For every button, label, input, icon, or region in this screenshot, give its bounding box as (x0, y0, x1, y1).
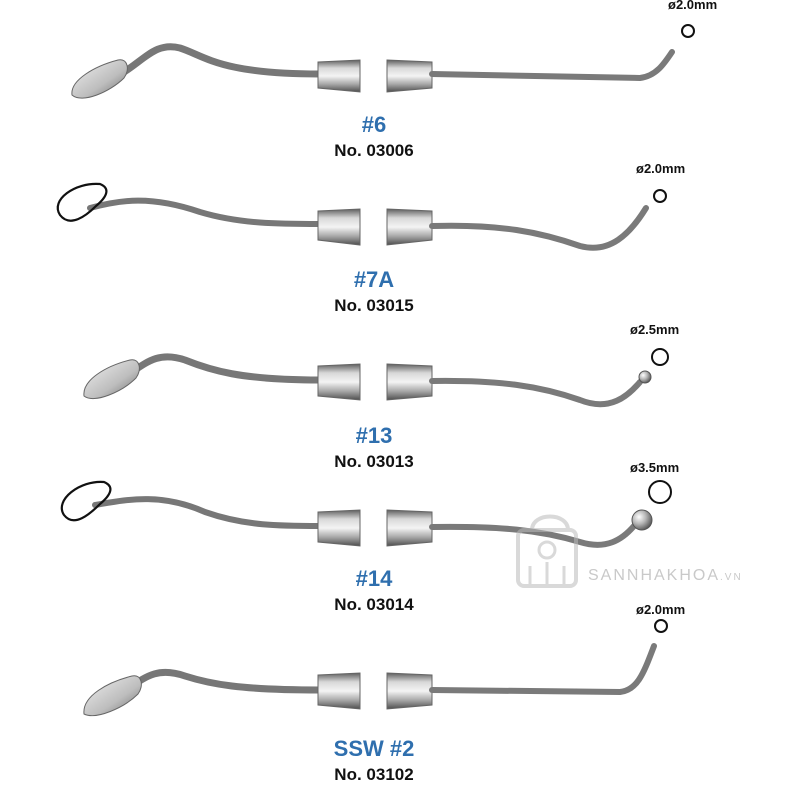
tip-diameter-label: ø2.0mm (636, 602, 686, 617)
tip-diameter-label: ø3.5mm (630, 460, 680, 475)
catalog-number: No. 03014 (334, 595, 414, 614)
catalog-number: No. 03013 (334, 452, 414, 471)
tip-diameter-circle (651, 348, 669, 366)
instrument-7a (56, 182, 667, 251)
instrument-label-7a: #7A No. 03015 (264, 267, 484, 317)
tip-diameter-label: ø2.0mm (636, 161, 686, 176)
instrument-14 (60, 480, 672, 548)
watermark-logo (516, 514, 578, 588)
tip-diameter-label: ø2.5mm (630, 322, 680, 337)
instrument-label-ssw-2: SSW #2 No. 03102 (264, 736, 484, 786)
instrument-label-14: #14 No. 03014 (264, 566, 484, 616)
instrument-ssw-2 (83, 619, 668, 716)
tip-diameter-circle (654, 619, 668, 633)
watermark-brand: SANNHAKHOA (588, 567, 721, 584)
tip-diameter-circle (681, 24, 695, 38)
catalog-number: No. 03102 (334, 765, 414, 784)
instrument-label-13: #13 No. 03013 (264, 423, 484, 473)
instrument-6 (71, 24, 695, 99)
tip-diameter-label: ø2.0mm (668, 0, 718, 12)
catalog-number: No. 03015 (334, 296, 414, 315)
watermark-suffix: .VN (720, 572, 743, 583)
model-number: #7A (353, 267, 395, 292)
tip-diameter-circle (648, 480, 672, 504)
model-number: #6 (361, 112, 387, 137)
model-number: SSW #2 (333, 736, 415, 761)
watermark-text: SANNHAKHOA.VN (588, 567, 743, 585)
tip-diameter-circle (653, 189, 667, 203)
instrument-label-6: #6 No. 03006 (264, 112, 484, 162)
model-number: #13 (355, 423, 393, 448)
catalog-number: No. 03006 (334, 141, 414, 160)
model-number: #14 (355, 566, 393, 591)
instrument-13 (83, 348, 669, 408)
